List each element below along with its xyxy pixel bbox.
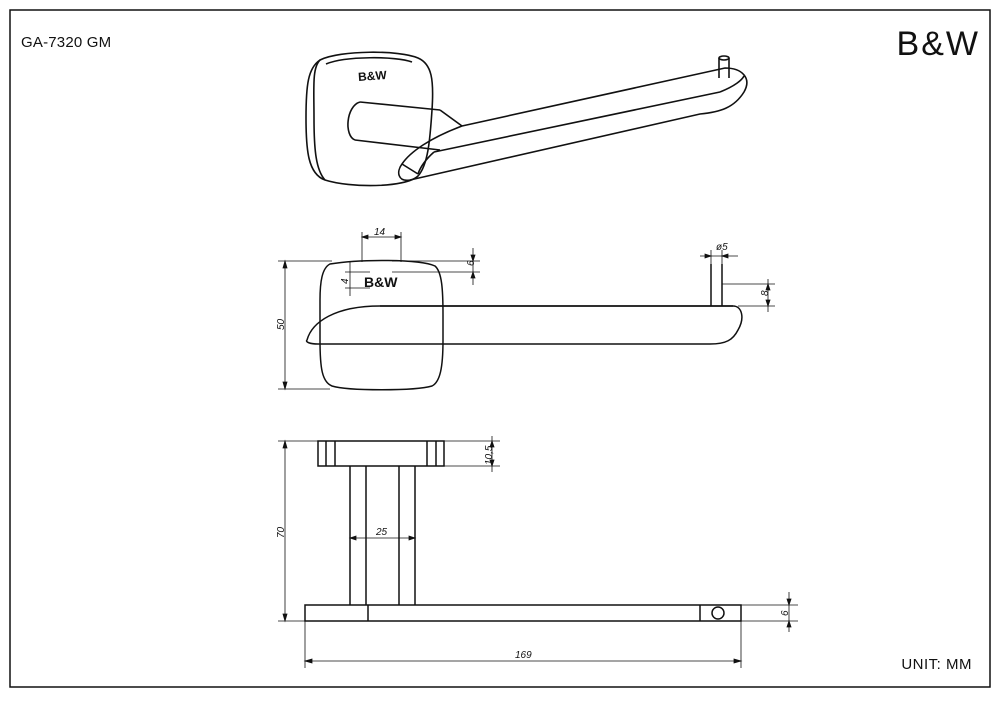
top-dimensions [278,436,798,668]
unit-label: UNIT: MM [901,656,972,673]
front-dimensions [278,232,775,391]
dim-70: 70 [276,526,287,538]
dim-14: 14 [374,227,386,238]
dim-6-side: 6 [780,610,791,616]
front-logo: B&W [364,274,398,290]
dim-25: 25 [375,527,388,538]
top-view [304,440,742,622]
dim-pin-diameter: ø5 [716,242,728,253]
brand-logo: B&W [896,25,980,63]
front-view: B&W [305,259,743,391]
dim-169: 169 [515,650,532,661]
dim-50: 50 [276,318,287,330]
dim-6-top: 6 [466,260,477,266]
perspective-logo: B&W [358,68,388,84]
dim-4: 4 [340,278,351,284]
drawing-border [9,9,991,688]
dim-8: 8 [760,290,771,296]
perspective-view: B&W [305,51,748,187]
product-code: GA-7320 GM [21,34,112,51]
dim-10-5: 10,5 [484,445,495,465]
